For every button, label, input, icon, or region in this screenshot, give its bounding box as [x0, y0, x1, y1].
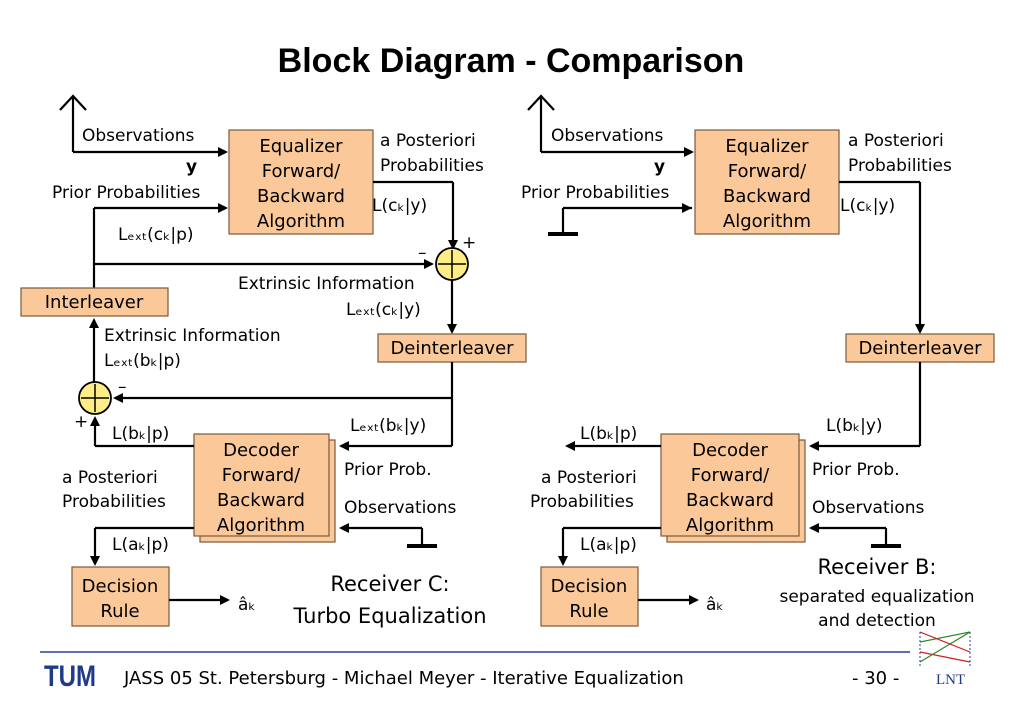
equalizer-line-1: Equalizer: [259, 136, 343, 157]
equalizer-right-line-3: Backward: [723, 186, 811, 207]
plus-sign-top: +: [462, 233, 476, 253]
decoder-line-4: Algorithm: [217, 515, 305, 536]
deinterleaver-label-right: Deinterleaver: [858, 338, 982, 359]
equalizer-right-line-2: Forward/: [728, 161, 807, 182]
deinterleaver-label: Deinterleaver: [390, 338, 514, 359]
prior-probabilities-label: Prior Probabilities: [52, 183, 200, 203]
probabilities-label-right: Probabilities: [848, 156, 952, 176]
l-ak-p-label-right: L(aₖ|p): [580, 535, 637, 555]
a-posteriori-label-right: a Posteriori: [848, 131, 944, 151]
decision-rule-box-right: [540, 566, 639, 627]
l-ak-p-label: L(aₖ|p): [112, 535, 169, 555]
lnt-logo: LNT: [919, 631, 971, 688]
observations-label-2: Observations: [344, 498, 457, 518]
a-hat-label: âₖ: [238, 595, 256, 615]
tum-logo: TUM: [44, 660, 96, 693]
lext-bk-y-label: Lₑₓₜ(bₖ|y): [350, 416, 426, 436]
observations-label-right-2: Observations: [812, 498, 925, 518]
decoder-box: [193, 433, 330, 537]
deinterleaver-box: [377, 333, 527, 363]
prior-prob-label: Prior Prob.: [344, 460, 432, 480]
lext-ck-p-label: Lₑₓₜ(cₖ|p): [118, 225, 194, 245]
decision-line-1: Decision: [82, 576, 159, 597]
receiver-c-subtitle: Turbo Equalization: [293, 604, 487, 628]
decoder-right-line-1: Decoder: [692, 440, 768, 461]
lnt-text: LNT: [936, 672, 965, 688]
decision-right-line-1: Decision: [551, 576, 628, 597]
probabilities-label: Probabilities: [380, 156, 484, 176]
lext-bk-p-label: Lₑₓₜ(bₖ|p): [104, 351, 181, 371]
a-posteriori-label: a Posteriori: [380, 131, 476, 151]
decoder-line-1: Decoder: [223, 440, 299, 461]
decision-line-2: Rule: [100, 601, 139, 622]
decoder-line-3: Backward: [217, 490, 305, 511]
probabilities-label-2: Probabilities: [62, 492, 166, 512]
plus-sign-bottom: +: [74, 412, 88, 432]
prior-prob-label-right: Prior Prob.: [812, 460, 900, 480]
equalizer-right-line-4: Algorithm: [723, 211, 811, 232]
minus-sign-bottom: –: [118, 377, 127, 397]
observations-label-right: Observations: [551, 126, 664, 146]
equalizer-line-2: Forward/: [262, 161, 341, 182]
equalizer-box: [228, 129, 374, 235]
extrinsic-info-label-1: Extrinsic Information: [238, 274, 415, 294]
a-posteriori-label-2: a Posteriori: [62, 468, 158, 488]
l-bk-p-label-right: L(bₖ|p): [580, 424, 637, 444]
decoder-box-right: [660, 433, 800, 537]
minus-sign-top: –: [418, 243, 427, 263]
a-hat-label-right: âₖ: [706, 595, 724, 615]
page-title: Block Diagram - Comparison: [278, 42, 745, 80]
decision-right-line-2: Rule: [569, 601, 608, 622]
receiver-b-subtitle-2: and detection: [818, 611, 936, 631]
receiver-b-subtitle-1: separated equalization: [779, 587, 974, 607]
decoder-right-line-3: Backward: [686, 490, 774, 511]
extrinsic-info-label-2: Extrinsic Information: [104, 326, 281, 346]
prior-probabilities-label-right: Prior Probabilities: [521, 183, 669, 203]
l-ck-y-label-right: L(cₖ|y): [840, 196, 895, 216]
decoder-right-line-4: Algorithm: [686, 515, 774, 536]
footer-text: JASS 05 St. Petersburg - Michael Meyer -…: [123, 668, 684, 689]
equalizer-box-right: [694, 129, 840, 235]
y-label-right: y: [654, 157, 665, 177]
equalizer-right-line-1: Equalizer: [725, 136, 809, 157]
decoder-right-line-2: Forward/: [691, 465, 770, 486]
decoder-line-2: Forward/: [222, 465, 301, 486]
equalizer-line-3: Backward: [257, 186, 345, 207]
l-bk-y-label-right: L(bₖ|y): [826, 416, 883, 436]
lext-ck-y-label: Lₑₓₜ(cₖ|y): [346, 300, 421, 320]
receiver-c-diagram: Observations y Prior Probabilities Equal…: [20, 94, 527, 628]
l-ck-y-label: L(cₖ|y): [372, 196, 427, 216]
observations-label: Observations: [82, 126, 195, 146]
receiver-c-title: Receiver C:: [330, 572, 449, 596]
decision-rule-box: [71, 566, 170, 627]
interleaver-box: [20, 287, 169, 317]
receiver-b-diagram: Observations y Prior Probabilities Equal…: [521, 94, 995, 631]
receiver-b-title: Receiver B:: [817, 555, 936, 579]
a-posteriori-label-right-2: a Posteriori: [541, 468, 637, 488]
equalizer-line-4: Algorithm: [257, 211, 345, 232]
l-bk-p-label: L(bₖ|p): [112, 424, 169, 444]
page-number: - 30 -: [852, 668, 899, 689]
y-label: y: [186, 157, 197, 177]
probabilities-label-right-2: Probabilities: [530, 492, 634, 512]
interleaver-label: Interleaver: [45, 292, 144, 313]
